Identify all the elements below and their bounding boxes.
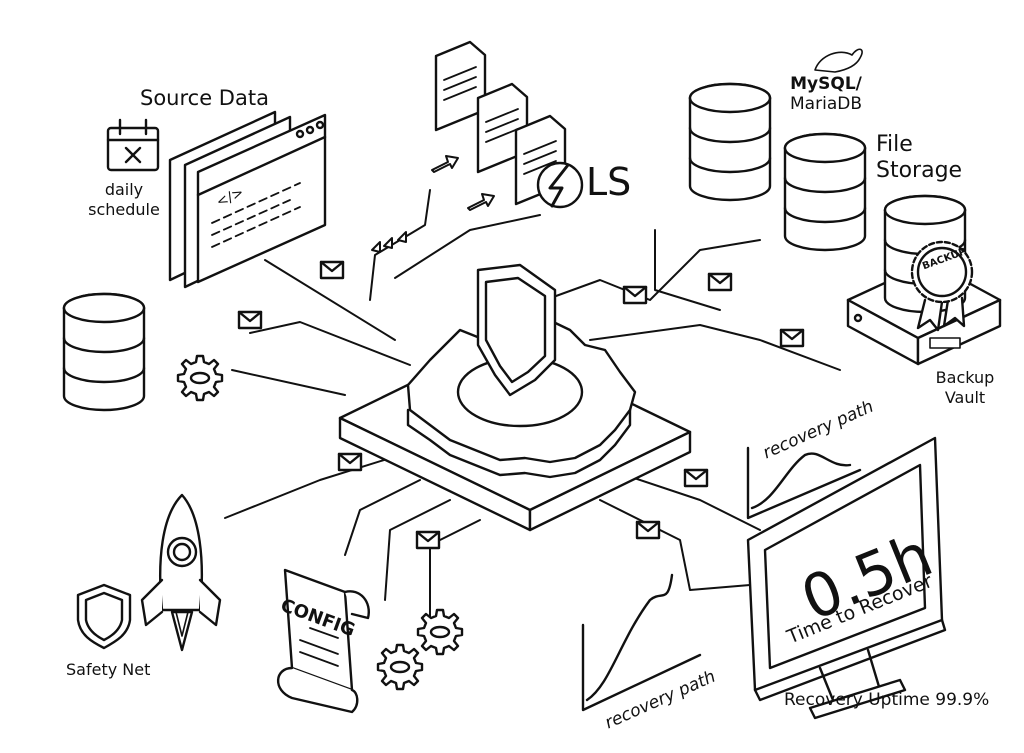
ribbon-badge-icon — [910, 240, 974, 332]
seal-icon — [814, 48, 863, 73]
uptime-label: Recovery Uptime 99.9% — [784, 690, 990, 710]
source-data-label: Source Data — [140, 86, 269, 110]
monitor-icon — [746, 436, 947, 720]
browser-window-icon — [168, 110, 327, 289]
shield-icon — [76, 583, 132, 650]
safety-net-label: Safety Net — [66, 660, 151, 679]
schedule-label: daily schedule — [74, 180, 174, 220]
database-icon — [62, 292, 146, 412]
arrow-icon — [371, 155, 495, 253]
lightning-icon — [536, 161, 584, 209]
chart-icon — [581, 573, 702, 712]
schedule-text: schedule — [88, 200, 160, 219]
calendar-icon — [106, 118, 160, 172]
backup-text: Backup — [935, 368, 995, 387]
storage-text: Storage — [876, 158, 963, 183]
gear-icon — [176, 354, 224, 402]
scroll-icon — [276, 568, 370, 714]
vault-text: Vault — [944, 388, 986, 407]
mysql-mariadb-label: MySQL/ MariaDB — [776, 74, 876, 114]
file-storage-label: File Storage — [876, 132, 962, 184]
daily-text: daily — [104, 180, 144, 199]
mariadb-text: MariaDB — [790, 94, 862, 114]
chart-icon — [746, 446, 862, 520]
mysql-text: MySQL/ — [790, 74, 862, 94]
backup-vault-label: Backup Vault — [925, 368, 1005, 408]
gear-icon — [376, 608, 464, 691]
ls-label: LS — [586, 160, 632, 204]
rocket-icon — [140, 493, 222, 652]
shield-icon — [476, 263, 557, 397]
file-text: File — [876, 132, 913, 157]
